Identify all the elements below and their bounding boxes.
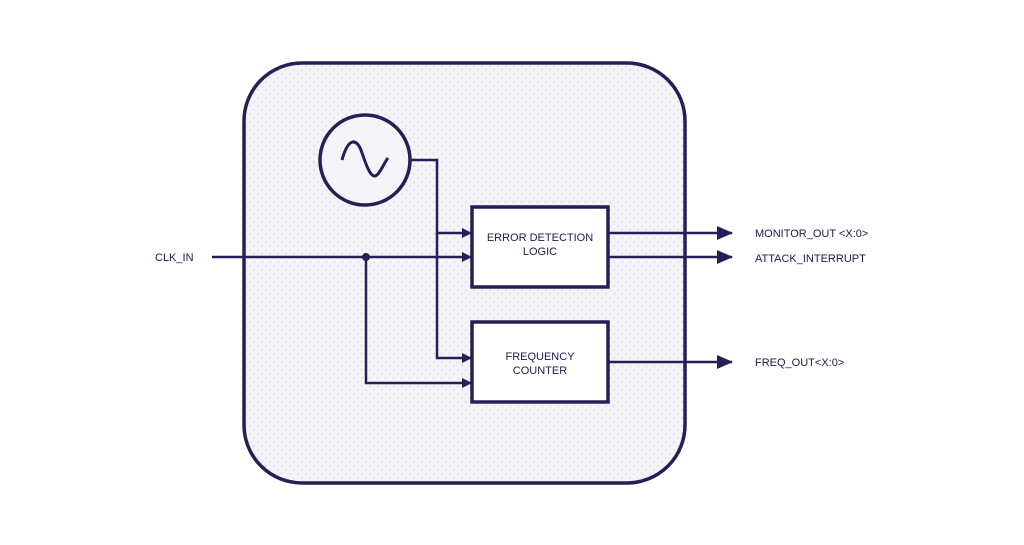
- oscillator: [318, 113, 412, 207]
- clk-in-label: CLK_IN: [155, 252, 194, 264]
- osc-to-counter-wire: [435, 233, 472, 363]
- sine-wave-icon: [340, 140, 390, 178]
- monitor-out-label: MONITOR_OUT <X:0>: [755, 228, 868, 240]
- junction-dot: [362, 253, 370, 261]
- monitor-container: [242, 61, 687, 485]
- clk-branch-wire: [364, 257, 472, 388]
- error-detection-label-line2: LOGIC: [523, 246, 557, 258]
- osc-to-error-wire: [410, 158, 472, 238]
- frequency-counter-label-line1: FREQUENCY: [505, 351, 575, 363]
- freq-out-label: FREQ_OUT<X:0>: [755, 357, 844, 369]
- frequency-counter-label-line2: COUNTER: [513, 365, 567, 377]
- error-detection-label-line1: ERROR DETECTION: [487, 232, 593, 244]
- error-detection-block: [470, 205, 610, 289]
- attack-interrupt-label: ATTACK_INTERRUPT: [755, 253, 866, 265]
- frequency-counter-block: [470, 320, 610, 404]
